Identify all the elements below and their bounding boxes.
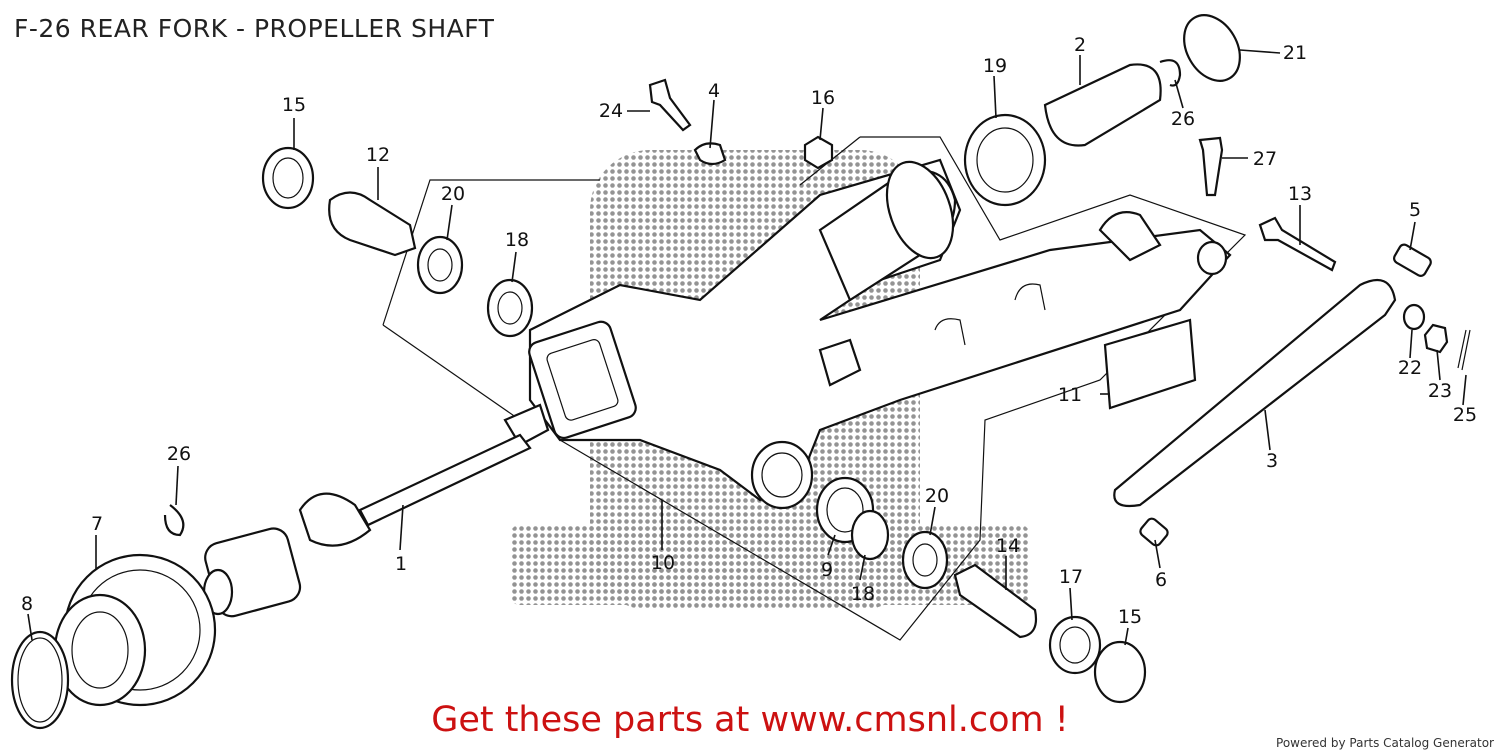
diagram-title: F-26 REAR FORK - PROPELLER SHAFT (14, 14, 495, 43)
callout-20-lower: 20 (925, 485, 949, 507)
damper-housing (53, 553, 217, 707)
callout-21: 21 (1283, 42, 1307, 64)
torque-rod-3 (1113, 278, 1397, 508)
circlip-26-top (1159, 59, 1182, 87)
footer-credit: Powered by Parts Catalog Generator (1276, 736, 1494, 750)
bearing-20 (416, 235, 464, 295)
washer-24 (1402, 303, 1426, 331)
bolt-27 (1198, 136, 1224, 197)
bearing-20-lower (901, 530, 949, 590)
callout-8: 8 (21, 593, 33, 615)
callout-10: 10 (651, 552, 675, 574)
bolt-22 (648, 78, 692, 132)
callout-9: 9 (821, 559, 833, 581)
callout-23: 23 (1428, 380, 1452, 402)
callout-25: 25 (1453, 404, 1477, 426)
callout-24: 22 (1398, 357, 1422, 379)
callout-17: 17 (1059, 566, 1083, 588)
callout-14: 13 (1288, 183, 1312, 205)
bolt-14 (1258, 216, 1337, 272)
cotter-pin-25 (1457, 329, 1471, 371)
callout-26-left: 26 (167, 443, 191, 465)
callout-labels: 15 12 20 18 24 4 16 19 2 21 26 27 13 5 2… (21, 34, 1477, 628)
o-ring-8 (10, 630, 70, 730)
leader-lines (27, 49, 1467, 646)
callout-20: 20 (441, 183, 465, 205)
callout-18-lower: 18 (851, 583, 875, 605)
callout-7: 7 (91, 513, 103, 535)
callout-19: 19 (983, 55, 1007, 77)
cap-15-lower (1093, 640, 1147, 704)
o-ring-21 (1183, 14, 1241, 82)
callout-11: 11 (1058, 384, 1082, 406)
callout-1: 1 (395, 553, 407, 575)
boot-2 (1043, 63, 1162, 147)
pivot-bolt-13 (953, 563, 1038, 639)
callout-16: 16 (811, 87, 835, 109)
bearing-18-lower (850, 509, 890, 561)
label-plate (1103, 318, 1197, 410)
cap-15 (261, 146, 315, 210)
callout-13: 14 (996, 535, 1020, 557)
callout-27: 27 (1253, 148, 1277, 170)
collar-5 (1393, 243, 1432, 277)
callout-3: 3 (1266, 450, 1278, 472)
rear-fork (528, 158, 1232, 510)
lock-nut-17 (1048, 615, 1102, 675)
callout-15-lower: 15 (1118, 606, 1142, 628)
callout-4: 4 (708, 80, 720, 102)
circlip-26 (163, 504, 185, 537)
callout-2: 2 (1074, 34, 1086, 56)
callout-6: 6 (1155, 569, 1167, 591)
callout-26: 26 (1171, 108, 1195, 130)
nut-16 (803, 135, 834, 170)
nut-23 (1423, 323, 1449, 354)
callout-22: 24 (599, 100, 623, 122)
pivot-bolt-12 (328, 191, 417, 257)
callout-12: 12 (366, 144, 390, 166)
promo-link[interactable]: Get these parts at www.cmsnl.com ! (431, 700, 1069, 740)
clip-4 (693, 142, 727, 166)
bearing-18 (486, 278, 534, 338)
collar-6 (1139, 517, 1169, 547)
callout-15: 15 (282, 94, 306, 116)
callout-18: 18 (505, 229, 529, 251)
propeller-shaft (202, 403, 550, 618)
callout-5: 5 (1409, 199, 1421, 221)
